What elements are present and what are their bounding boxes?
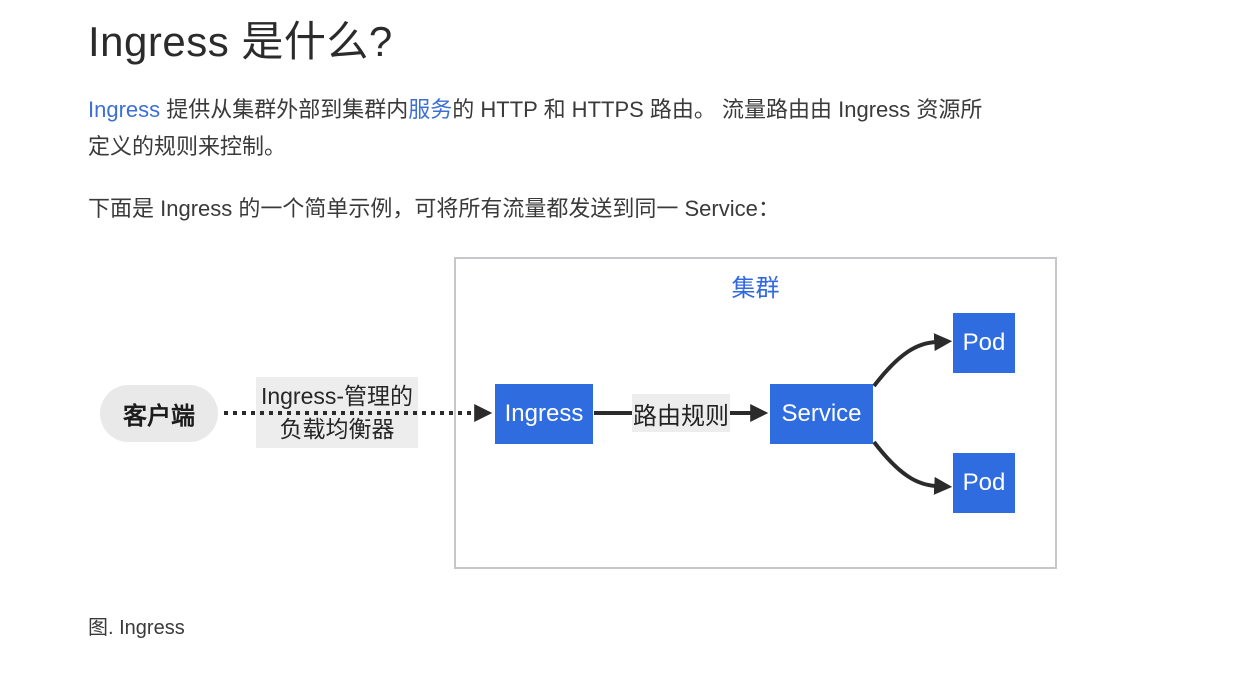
client-node: 客户端 xyxy=(100,385,218,442)
load-balancer-label-line2: 负载均衡器 xyxy=(279,415,395,442)
pod-node-bottom-label: Pod xyxy=(962,469,1006,496)
intro-text-3: 定义的规则来控制。 xyxy=(88,134,287,159)
ingress-link[interactable]: Ingress xyxy=(88,97,161,122)
pod-node-top-label: Pod xyxy=(962,329,1006,356)
client-node-label: 客户端 xyxy=(123,403,195,430)
cluster-label: 集群 xyxy=(731,275,780,302)
example-intro-line: 下面是 Ingress 的一个简单示例，可将所有流量都发送到同一 Service… xyxy=(88,196,780,221)
intro-paragraph: Ingress 提供从集群外部到集群内服务的 HTTP 和 HTTPS 路由。 … xyxy=(88,91,982,165)
routing-rule-label-text: 路由规则 xyxy=(633,402,729,430)
service-node-label: Service xyxy=(781,400,862,427)
ingress-node-label: Ingress xyxy=(504,400,584,427)
service-node: Service xyxy=(770,384,873,444)
intro-text-1: 提供从集群外部到集群内 xyxy=(160,97,409,122)
load-balancer-label-line1: Ingress-管理的 xyxy=(260,382,414,409)
figure-caption: 图. Ingress xyxy=(88,617,185,639)
intro-text-2: 的 HTTP 和 HTTPS 路由。 流量路由由 Ingress 资源所 xyxy=(452,97,983,122)
pod-node-top: Pod xyxy=(953,313,1015,373)
service-link[interactable]: 服务 xyxy=(408,97,453,122)
load-balancer-label: Ingress-管理的 负载均衡器 xyxy=(256,377,418,448)
routing-rule-label: 路由规则 xyxy=(632,394,730,432)
page-title: Ingress 是什么? xyxy=(88,18,393,65)
ingress-node: Ingress xyxy=(495,384,593,444)
pod-node-bottom: Pod xyxy=(953,453,1015,513)
